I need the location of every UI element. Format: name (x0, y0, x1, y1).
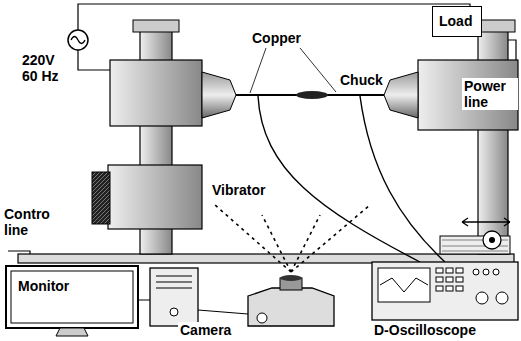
power-source-label: 220V 60 Hz (22, 52, 68, 84)
chuck-label: Chuck (338, 72, 385, 88)
monitor-screen: Monitor (14, 274, 78, 301)
node-text: Load (439, 13, 475, 29)
power-line-label: Power line (462, 78, 518, 110)
camera-label: Camera (178, 322, 233, 338)
vibrator-label: Vibrator (212, 182, 265, 198)
node-text: Monitor (18, 278, 74, 294)
oscilloscope-label: D-Oscilloscope (372, 322, 478, 338)
control-line-label: Contro line (4, 206, 58, 238)
copper-label: Copper (252, 30, 301, 46)
load-box: Load (432, 6, 482, 37)
